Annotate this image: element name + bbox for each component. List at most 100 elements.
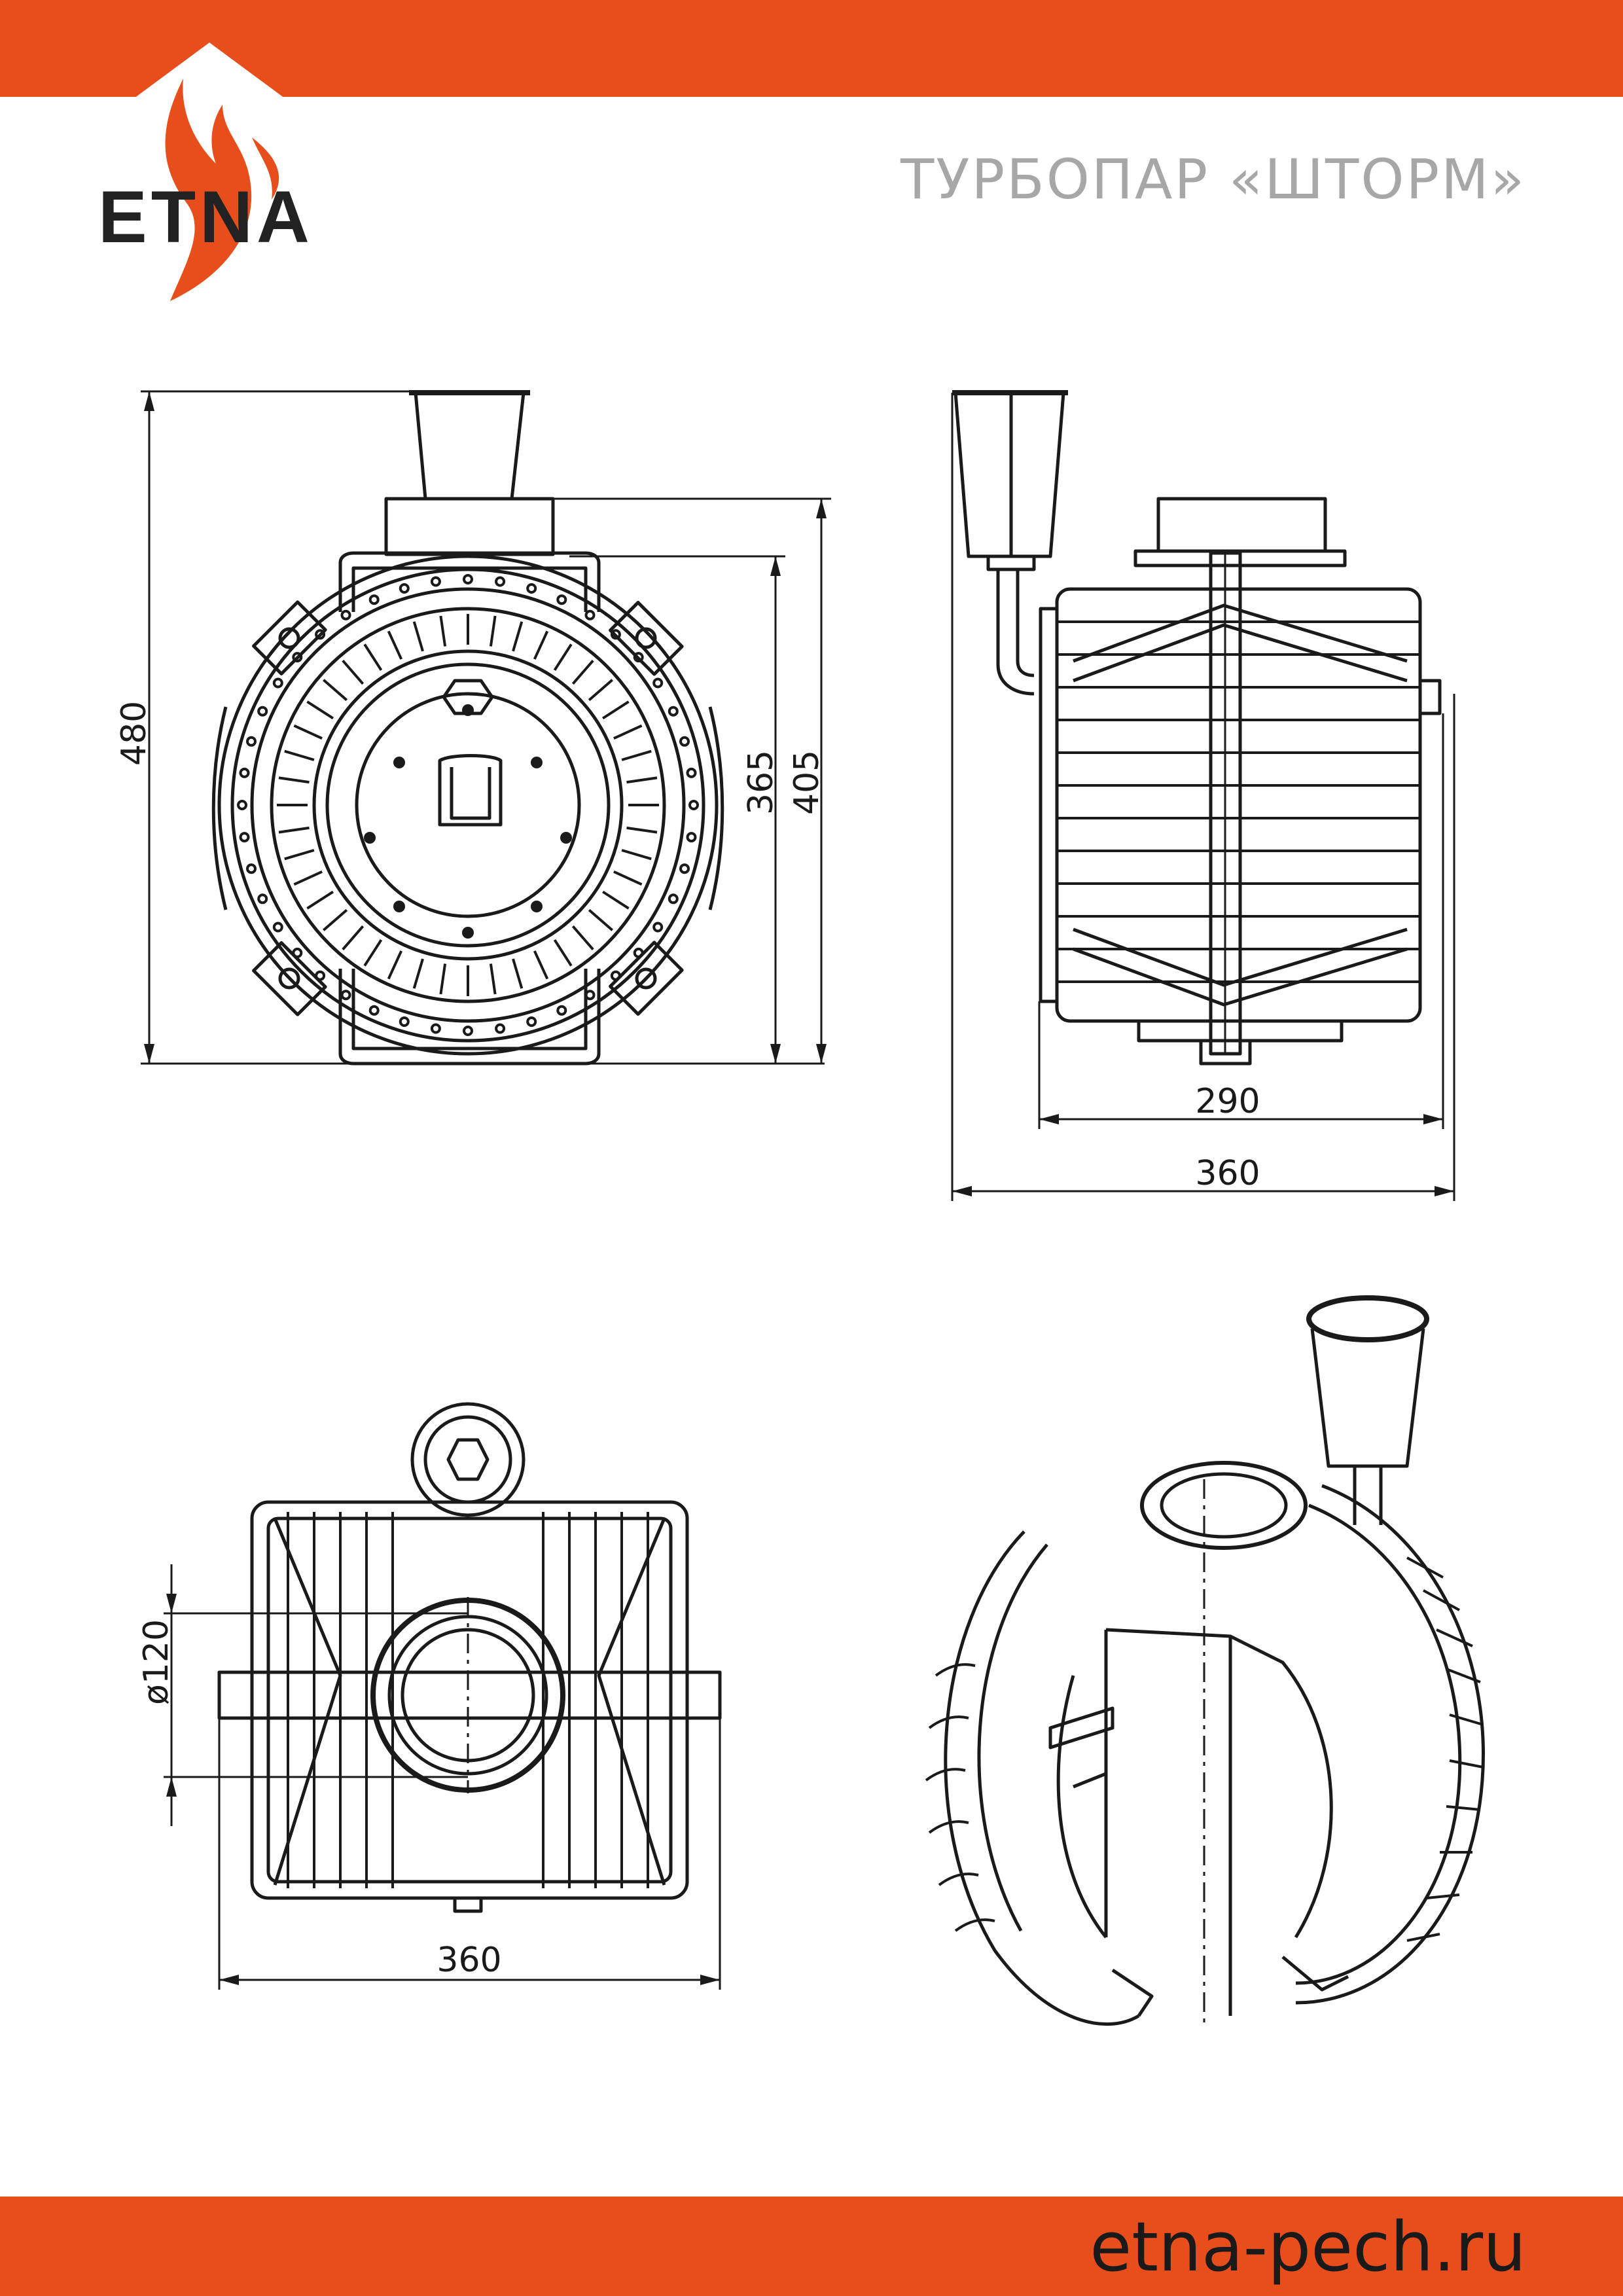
front-rivet xyxy=(686,767,697,778)
front-rivet xyxy=(257,893,268,905)
front-rib xyxy=(533,950,549,980)
front-rib xyxy=(602,890,630,910)
front-rib xyxy=(284,749,315,761)
front-rib xyxy=(626,826,658,834)
front-rib xyxy=(621,849,652,861)
front-rivet xyxy=(679,863,690,874)
front-rivet xyxy=(668,706,679,717)
front-rib xyxy=(278,826,310,834)
front-rib xyxy=(533,630,549,660)
front-rib xyxy=(588,908,614,931)
front-rib xyxy=(412,958,424,989)
front-rivet xyxy=(272,677,283,689)
dim-top-pipe-diameter: ø120 xyxy=(137,1619,176,1705)
front-rivet xyxy=(526,583,537,594)
front-rivet xyxy=(368,594,380,605)
front-rivet xyxy=(633,652,644,663)
front-rib xyxy=(278,776,310,784)
front-rib xyxy=(512,621,524,652)
front-rivet xyxy=(272,922,283,933)
front-rib xyxy=(439,615,447,647)
bottom-orange-band xyxy=(0,2197,1623,2296)
front-rib xyxy=(613,870,643,886)
front-rivet xyxy=(556,594,567,605)
dim-front-height-full: 405 xyxy=(787,750,827,815)
front-rivet xyxy=(399,583,410,594)
isometric-cutaway-view xyxy=(925,1295,1485,2029)
front-rib xyxy=(571,659,594,685)
front-rib xyxy=(363,939,383,967)
website-link[interactable]: etna-pech.ru xyxy=(1090,2207,1526,2287)
front-rib xyxy=(489,963,497,995)
front-rib xyxy=(342,925,365,951)
front-view xyxy=(211,390,724,1066)
front-rib xyxy=(306,890,334,910)
dim-side-width-body: 290 xyxy=(1195,1082,1260,1121)
front-rib xyxy=(571,925,594,951)
front-rivet xyxy=(399,1016,410,1027)
front-rivet xyxy=(679,736,690,747)
front-rivet xyxy=(584,990,596,1001)
front-rivet xyxy=(239,832,250,843)
roof-notch-icon xyxy=(134,43,285,98)
front-rib xyxy=(512,958,524,989)
dim-top-width-total: 360 xyxy=(437,1941,501,1980)
front-rivet xyxy=(652,677,664,689)
side-dimensions xyxy=(951,393,1455,1201)
front-rivet xyxy=(368,1005,380,1016)
front-rib xyxy=(387,630,403,660)
front-rib xyxy=(387,950,403,980)
front-rib xyxy=(489,615,497,647)
front-rib xyxy=(293,724,323,740)
front-rib xyxy=(293,870,323,886)
front-rib xyxy=(342,659,365,685)
brand-name: ETNA xyxy=(98,176,313,258)
front-rib xyxy=(439,963,447,995)
front-rivet xyxy=(237,800,247,810)
front-rivet xyxy=(315,629,326,640)
top-dimensions xyxy=(164,1564,721,1990)
front-rivet xyxy=(257,706,268,717)
dim-front-height-body: 365 xyxy=(741,750,781,815)
front-rib xyxy=(322,679,348,702)
product-title: ТУРБОПАР «ШТОРМ» xyxy=(900,147,1526,211)
front-rivet xyxy=(340,990,351,1001)
front-rib xyxy=(412,621,424,652)
front-rivet xyxy=(463,1026,473,1036)
front-rib xyxy=(553,643,573,671)
front-rivet xyxy=(556,1005,567,1016)
front-rivet xyxy=(688,800,699,810)
front-rib xyxy=(306,700,334,720)
front-rivet xyxy=(246,736,257,747)
flame-icon xyxy=(165,79,252,301)
front-rib xyxy=(553,939,573,967)
front-rivet xyxy=(430,1023,441,1034)
front-rivet xyxy=(430,576,441,587)
front-rivet xyxy=(292,652,303,663)
front-rivet xyxy=(526,1016,537,1027)
front-rivet xyxy=(495,576,506,587)
front-rib xyxy=(602,700,630,720)
dim-front-height-total: 480 xyxy=(115,701,154,766)
front-rivet xyxy=(686,832,697,843)
dim-side-width-total: 360 xyxy=(1195,1154,1260,1193)
front-rivet xyxy=(668,893,679,905)
front-rib xyxy=(626,776,658,784)
front-rib xyxy=(588,679,614,702)
top-orange-band xyxy=(0,0,1623,97)
front-rib xyxy=(613,724,643,740)
front-rib xyxy=(322,908,348,931)
front-rivet xyxy=(610,629,621,640)
front-dimensions xyxy=(141,390,831,1065)
top-view xyxy=(217,1402,722,1913)
front-rivet xyxy=(652,922,664,933)
front-rivet xyxy=(495,1023,506,1034)
front-rib xyxy=(284,849,315,861)
front-rivet xyxy=(584,609,596,620)
front-rivet xyxy=(463,574,473,584)
front-rivet xyxy=(246,863,257,874)
front-rivet xyxy=(340,609,351,620)
front-rib xyxy=(363,643,383,671)
front-rib xyxy=(621,749,652,761)
